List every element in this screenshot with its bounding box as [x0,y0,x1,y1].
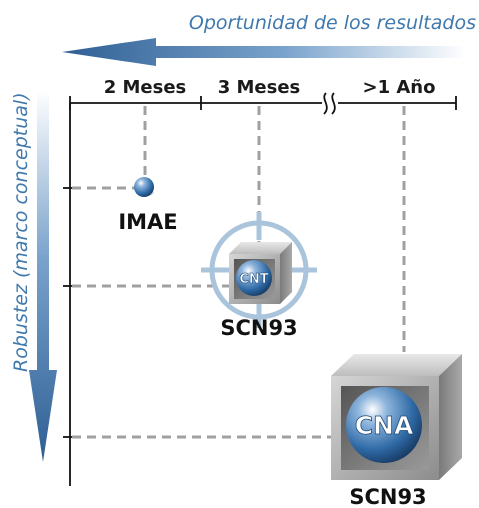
scn93-label-cna: SCN93 [349,485,426,508]
cnt-inner-label: CNT [239,272,268,287]
top-axis-title: Oportunidad de los resultados [189,12,476,34]
cnt-sphere-icon [236,260,272,296]
left-axis-arrow [29,90,57,462]
column-label-1-ano: >1 Año [363,77,436,98]
node-cnt: CNT SCN93 [220,242,298,340]
imae-label: IMAE [118,210,177,234]
cna-sphere-icon [346,387,422,463]
column-label-3-meses: 3 Meses [218,77,301,98]
top-axis-arrow [62,38,466,66]
node-imae: IMAE [118,177,178,234]
axes [63,92,457,486]
node-cna: CNA SCN93 [331,354,462,508]
column-label-2-meses: 2 Meses [104,77,187,98]
guide-lines [72,106,406,439]
cnt-box-icon: CNT [229,242,292,304]
cna-box-icon: CNA [331,354,462,480]
scn93-label-cnt: SCN93 [220,316,297,340]
target-reticle-icon [201,212,317,328]
left-axis-title: Robustez (marco conceptual) [10,92,32,372]
imae-sphere-icon [134,177,154,197]
axis-break-icon [322,92,338,115]
cna-inner-label: CNA [355,411,414,440]
